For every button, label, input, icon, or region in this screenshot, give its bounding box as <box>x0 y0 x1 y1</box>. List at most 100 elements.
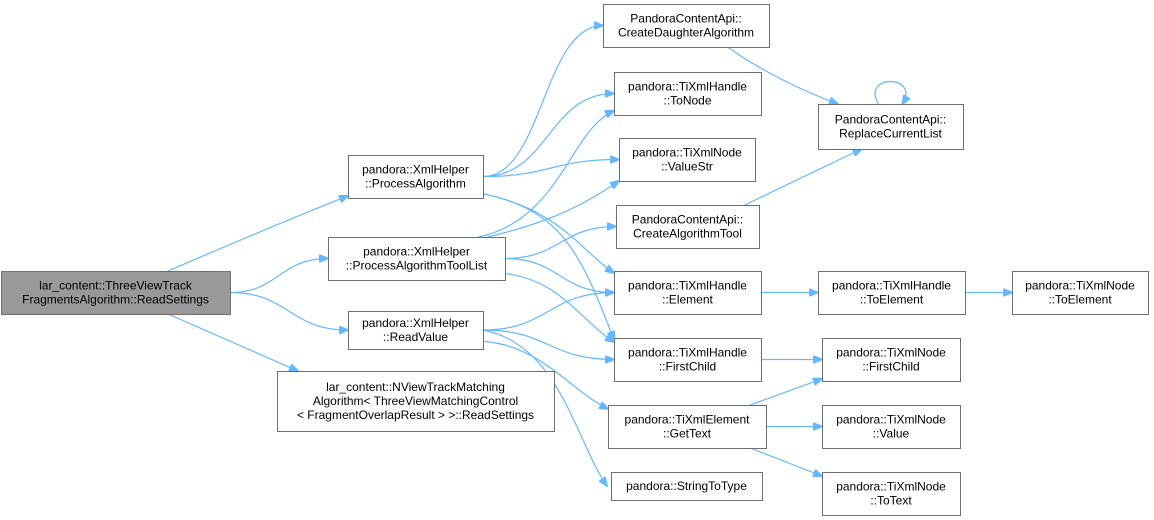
node-node-to-element[interactable]: pandora::TiXmlNode::ToElement <box>1012 271 1149 315</box>
node-label-line: pandora::XmlHelper <box>362 316 469 330</box>
node-handle-first-child[interactable]: pandora::TiXmlHandle::FirstChild <box>614 338 762 382</box>
edge-root-to-nview-read-settings <box>167 313 298 371</box>
node-handle-to-element[interactable]: pandora::TiXmlHandle::ToElement <box>818 271 966 315</box>
node-label-line: pandora::TiXmlNode <box>1025 279 1135 293</box>
edge-xml-process-tool-list-to-node-value-str <box>487 181 619 238</box>
edge-element-get-text-to-node-first-child <box>749 379 822 406</box>
node-box <box>277 371 555 432</box>
node-node-to-text[interactable]: pandora::TiXmlNode::ToText <box>822 472 961 516</box>
node-label-line: Algorithm< ThreeViewMatchingControl <box>313 394 518 408</box>
edge-root-to-xml-read-value <box>229 291 348 331</box>
node-label-line: lar_content::ThreeViewTrack <box>39 279 193 293</box>
edge-xml-process-algorithm-to-handle-first-child <box>482 193 614 340</box>
node-label-line: ::GetText <box>663 427 712 441</box>
node-box <box>608 405 767 449</box>
node-label-line: pandora::TiXmlHandle <box>628 346 747 360</box>
node-label-line: FragmentsAlgorithm::ReadSettings <box>22 293 209 307</box>
node-root[interactable]: lar_content::ThreeViewTrackFragmentsAlgo… <box>1 271 231 315</box>
node-create-daughter[interactable]: PandoraContentApi::CreateDaughterAlgorit… <box>603 4 770 48</box>
node-box <box>619 138 756 182</box>
node-node-first-child[interactable]: pandora::TiXmlNode::FirstChild <box>822 338 961 382</box>
node-box <box>348 155 484 199</box>
node-create-tool[interactable]: PandoraContentApi::CreateAlgorithmTool <box>616 205 760 249</box>
edge-xml-read-value-to-handle-element <box>482 293 614 331</box>
node-label-line: ReplaceCurrentList <box>839 127 942 141</box>
node-label-line: ::ValueStr <box>661 160 713 174</box>
edge-xml-process-tool-list-to-create-tool <box>504 227 616 260</box>
node-label-line: ::ReadValue <box>383 330 448 344</box>
node-nview-read-settings[interactable]: lar_content::NViewTrackMatchingAlgorithm… <box>277 371 555 432</box>
node-box <box>614 338 762 382</box>
node-box <box>328 237 506 281</box>
node-label-line: PandoraContentApi:: <box>630 12 741 26</box>
node-label-line: pandora::TiXmlNode <box>632 146 742 160</box>
edge-root-to-xml-process-algorithm <box>167 196 348 272</box>
node-box <box>818 104 964 150</box>
node-box <box>822 472 961 516</box>
node-label-line: ::ProcessAlgorithmToolList <box>346 259 488 273</box>
node-label-line: ::Element <box>662 293 713 307</box>
edge-element-get-text-to-node-to-text <box>749 447 822 476</box>
node-node-value-str[interactable]: pandora::TiXmlNode::ValueStr <box>619 138 756 182</box>
node-label-line: PandoraContentApi:: <box>632 213 743 227</box>
node-element-get-text[interactable]: pandora::TiXmlElement::GetText <box>608 405 767 449</box>
edge-xml-read-value-to-element-get-text <box>482 340 608 409</box>
node-box <box>614 271 762 315</box>
node-label-line: pandora::XmlHelper <box>363 245 470 259</box>
node-box <box>1012 271 1149 315</box>
node-label-line: ::FirstChild <box>862 360 919 374</box>
node-box <box>348 311 484 350</box>
node-label-line: ::ToNode <box>663 94 711 108</box>
edge-create-daughter-to-replace-list <box>727 46 839 104</box>
edge-create-tool-to-replace-list <box>744 149 862 206</box>
node-node-value[interactable]: pandora::TiXmlNode::Value <box>822 405 961 449</box>
node-box <box>822 405 961 449</box>
node-box <box>611 472 763 501</box>
edge-xml-process-tool-list-to-handle-element <box>504 257 614 293</box>
node-handle-to-node[interactable]: pandora::TiXmlHandle::ToNode <box>614 72 762 116</box>
node-label-line: pandora::XmlHelper <box>362 163 469 177</box>
node-label-line: pandora::StringToType <box>626 479 747 493</box>
node-box <box>818 271 966 315</box>
node-label-line: ::FirstChild <box>659 360 716 374</box>
edge-xml-process-tool-list-to-handle-first-child <box>504 272 614 342</box>
edge-xml-process-algorithm-to-handle-to-node <box>482 94 614 178</box>
node-label-line: pandora::TiXmlHandle <box>832 279 951 293</box>
edge-xml-process-algorithm-to-node-value-str <box>482 160 619 178</box>
edges-layer <box>167 26 1012 487</box>
node-label-line: ::ToText <box>870 494 912 508</box>
node-label-line: ::Value <box>873 427 910 441</box>
node-label-line: ::ToElement <box>860 293 924 307</box>
node-box <box>616 205 760 249</box>
node-label-line: pandora::TiXmlNode <box>836 413 946 427</box>
node-label-line: CreateDaughterAlgorithm <box>618 26 754 40</box>
node-label-line: pandora::TiXmlHandle <box>628 279 747 293</box>
node-box <box>614 72 762 116</box>
node-string-to-type[interactable]: pandora::StringToType <box>611 472 763 501</box>
node-xml-read-value[interactable]: pandora::XmlHelper::ReadValue <box>348 311 484 350</box>
node-label-line: ::ProcessAlgorithm <box>365 177 466 191</box>
node-label-line: pandora::TiXmlElement <box>625 413 751 427</box>
edge-xml-read-value-to-handle-first-child <box>482 329 614 360</box>
node-handle-element[interactable]: pandora::TiXmlHandle::Element <box>614 271 762 315</box>
edge-xml-process-tool-list-to-handle-to-node <box>478 111 614 238</box>
node-label-line: CreateAlgorithmTool <box>633 227 742 241</box>
node-box <box>822 338 961 382</box>
node-box <box>1 271 231 315</box>
node-xml-process-algorithm[interactable]: pandora::XmlHelper::ProcessAlgorithm <box>348 155 484 199</box>
edge-xml-process-algorithm-to-create-daughter <box>482 26 603 178</box>
node-label-line: ::ToElement <box>1048 293 1112 307</box>
node-label-line: lar_content::NViewTrackMatching <box>326 380 505 394</box>
node-xml-process-tool-list[interactable]: pandora::XmlHelper::ProcessAlgorithmTool… <box>328 237 506 281</box>
nodes-layer: lar_content::ThreeViewTrackFragmentsAlgo… <box>1 4 1149 516</box>
node-box <box>603 4 770 48</box>
node-label-line: pandora::TiXmlHandle <box>628 80 747 94</box>
node-label-line: < FragmentOverlapResult > >::ReadSetting… <box>297 408 534 422</box>
edge-replace-list-to-replace-list <box>874 80 906 105</box>
node-replace-list[interactable]: PandoraContentApi::ReplaceCurrentList <box>818 104 964 150</box>
edge-root-to-xml-process-tool-list <box>229 259 328 294</box>
edge-xml-read-value-to-string-to-type <box>482 329 607 486</box>
node-label-line: pandora::TiXmlNode <box>836 346 946 360</box>
node-label-line: pandora::TiXmlNode <box>836 480 946 494</box>
